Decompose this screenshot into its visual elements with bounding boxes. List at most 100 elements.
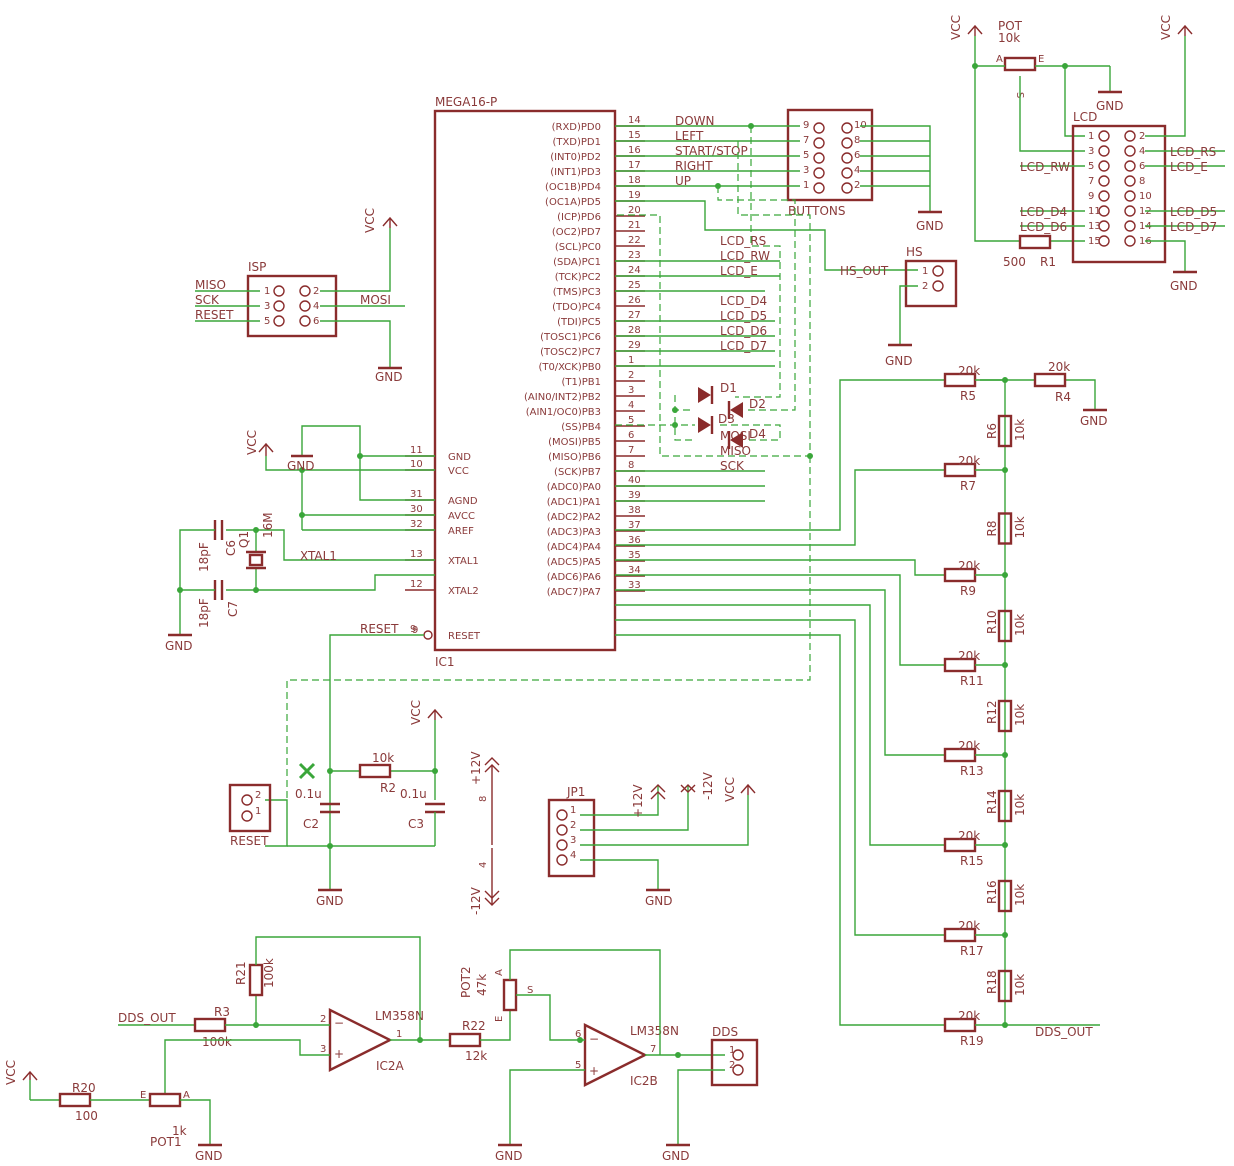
header-pin-num: 8: [854, 135, 860, 146]
ladder-ref: R13: [960, 764, 984, 778]
xtal1-net: XTAL1: [300, 549, 337, 563]
header-pin: [1098, 175, 1110, 187]
mcu-pin-num: 30: [410, 504, 423, 515]
r22-ref: R22: [462, 1019, 486, 1033]
ladder-ref: R17: [960, 944, 984, 958]
ladder-wire: [615, 379, 945, 531]
mcu-pin-name: (TDO)PC4: [552, 302, 601, 313]
gnd-mcu: GND: [287, 454, 315, 473]
header-pin: [1124, 220, 1136, 232]
mcu-pin-name: (TXD)PD1: [552, 137, 601, 148]
header-pin: [1098, 130, 1110, 142]
jp1-p12: +12V: [631, 784, 645, 818]
header-pin: [1124, 205, 1136, 217]
isp-net-sck: SCK: [195, 293, 220, 307]
gnd-hs: GND: [885, 354, 913, 368]
mcu-pin-name: (ADC5)PA5: [547, 557, 601, 568]
mcu-net-label: MOSI: [720, 429, 751, 443]
mcu-pin-num: 12: [410, 579, 423, 590]
mcu-net-label: LCD_RS: [720, 234, 766, 248]
ladder-node: [1002, 932, 1008, 938]
amplifier: − + LM358N IC2A 2 3 1 − + LM358N IC2B 6 …: [4, 936, 759, 1163]
pot-lcd: POT 10k A E S GND 500 R1 VCC: [949, 15, 1124, 269]
jp1-vcc: VCC: [723, 777, 737, 802]
ladder-ref: R9: [960, 584, 976, 598]
mcu-net-label: LCD_D6: [720, 324, 767, 338]
r21-value: 100k: [262, 958, 276, 988]
crystal-value: 16M: [261, 512, 275, 538]
ladder-resistor: [997, 879, 1013, 913]
c6-ref: C6: [224, 540, 238, 556]
hs-connector: HS 12 GND: [885, 245, 958, 368]
header-pin-num: 11: [1088, 206, 1101, 217]
mcu-pin-name: VCC: [448, 466, 469, 477]
dds-ref: DDS: [712, 1025, 738, 1039]
header-pin: [273, 300, 285, 312]
header-pin: [813, 167, 825, 179]
ic2a-minus: −: [334, 1016, 344, 1030]
mcu-pin-name: (TOSC1)PC6: [540, 332, 601, 343]
ic2b-part: LM358N: [630, 1024, 679, 1038]
header-pin: [841, 167, 853, 179]
mcu-pin-name: GND: [448, 452, 471, 463]
r2: [358, 763, 392, 779]
mcu-pin-name: (AIN0/INT2)PB2: [524, 392, 601, 403]
mcu-net-label: START/STOP: [675, 144, 748, 158]
c6-value: 18pF: [197, 542, 211, 572]
header-pin-num: 7: [1088, 176, 1094, 187]
mcu-pin-num: 28: [628, 325, 641, 336]
pot-lcd-e: E: [1038, 54, 1044, 65]
header-pin: [273, 315, 285, 327]
dds-out-net: DDS_OUT: [1035, 1025, 1093, 1039]
mcu-pin-num: 35: [628, 550, 641, 561]
mcu: MEGA16-P IC1 11GND10VCC31AGND30AVCC32ARE…: [405, 95, 770, 669]
ladder-node: [1002, 377, 1008, 383]
header-pin-num: 4: [1139, 146, 1145, 157]
jp1-m12: -12V: [701, 771, 715, 800]
mcu-pin-num: 4: [628, 400, 634, 411]
c2-ref: C2: [303, 817, 319, 831]
ladder-wire: [615, 619, 945, 936]
mcu-net-label: LCD_D7: [720, 339, 767, 353]
mcu-pin-name: (OC2)PD7: [552, 227, 601, 238]
mcu-pin-num: 23: [628, 250, 641, 261]
mcu-net-label: LCD_RW: [720, 249, 770, 263]
ladder-value: 20k: [958, 649, 980, 663]
pot1-a: A: [183, 1090, 190, 1101]
mcu-pin-name: (TOSC2)PC7: [540, 347, 601, 358]
ladder-resistor: [997, 969, 1013, 1003]
ic2b-pin5: 5: [575, 1060, 581, 1071]
header-pin: [1098, 190, 1110, 202]
mcu-pin-num: 34: [628, 565, 641, 576]
header-pin: [556, 809, 568, 821]
header-pin: [556, 839, 568, 851]
mcu-pin-num: 17: [628, 160, 641, 171]
diodes: D1 D2 D3 D4: [698, 381, 766, 449]
r4: [1033, 372, 1067, 388]
crystal-circuit: Q1 16M XTAL1 GND C6 18pF C7 18pF: [165, 512, 435, 653]
mcu-pin-name: (ADC7)PA7: [547, 587, 601, 598]
r3-value: 100k: [202, 1035, 232, 1049]
pin4-label: 4: [478, 862, 489, 868]
ic2a-plus: +: [334, 1047, 344, 1061]
mcu-pin-name: (ADC2)PA2: [547, 512, 601, 523]
mcu-pin-name: (T0/XCK)PB0: [538, 362, 601, 373]
ic2b-pin7: 7: [650, 1044, 656, 1055]
ladder-value: 20k: [958, 739, 980, 753]
mcu-pin-num: 10: [410, 459, 423, 470]
isp-ref: ISP: [248, 260, 266, 274]
ladder-ref: R7: [960, 479, 976, 493]
header-pin-num: 4: [313, 301, 319, 312]
hs-ref: HS: [906, 245, 923, 259]
ladder-ref: R18: [985, 970, 999, 994]
mcu-pin-num: 2: [628, 370, 634, 381]
ladder-ref: R11: [960, 674, 984, 688]
mcu-name: MEGA16-P: [435, 95, 497, 109]
opamp-ic2a: [328, 1008, 393, 1072]
ladder-value: 10k: [1013, 704, 1027, 726]
ladder-value: 20k: [958, 559, 980, 573]
header-pin-num: 4: [570, 850, 576, 861]
pot1-ref: POT1: [150, 1135, 182, 1149]
header-pin: [1124, 235, 1136, 247]
